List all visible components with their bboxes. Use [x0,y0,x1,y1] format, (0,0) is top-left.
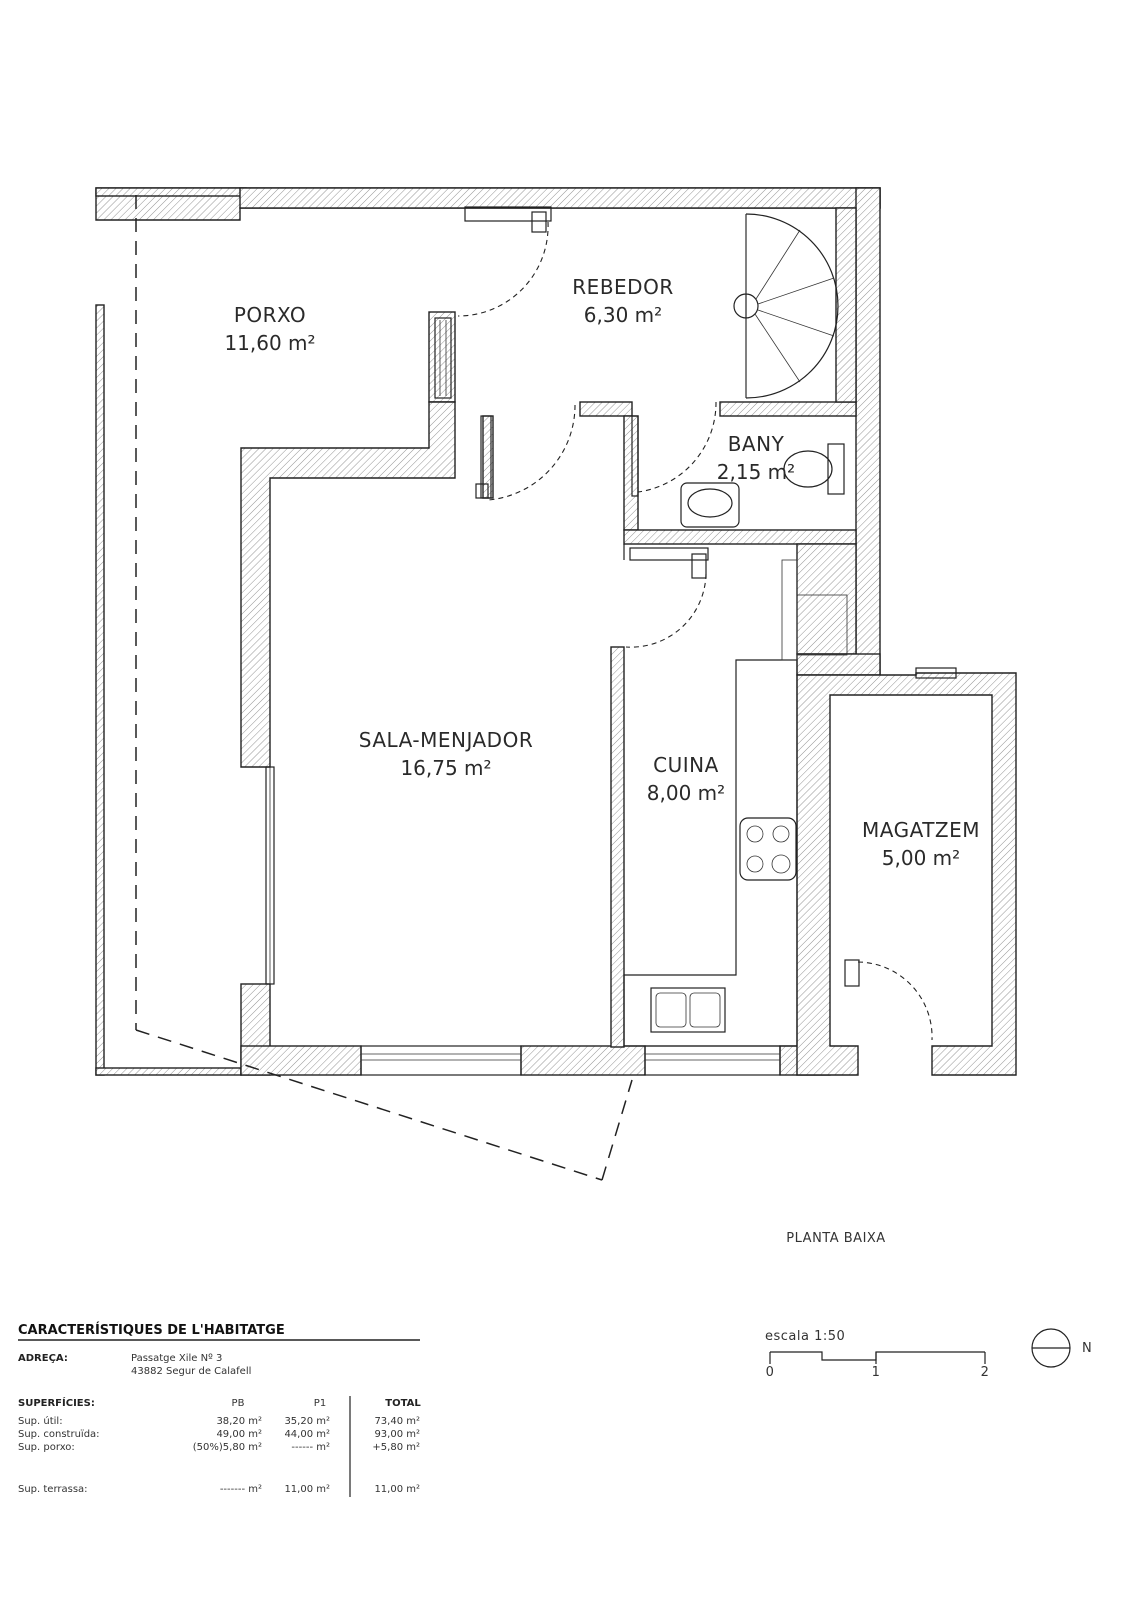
room-name-porxo: PORXO [234,303,306,327]
info-block: CARACTERÍSTIQUES DE L'HABITATGE ADREÇA: … [18,1322,421,1497]
kitchen-counter [623,559,848,1047]
address-line-1: Passatge Xile Nº 3 [131,1353,222,1364]
wall-top-main [239,187,881,209]
row-pb: (50%)5,80 m² [193,1442,262,1453]
wall-sala-upper-left [240,401,456,768]
walls [95,187,1017,1076]
row-p1: 35,20 m² [284,1416,330,1427]
row-total: 11,00 m² [374,1484,420,1495]
washbasin-icon [680,482,740,528]
room-name-rebedor: REBEDOR [572,275,673,299]
row-label: Sup. porxo: [18,1442,75,1453]
wall-porch-bottom [95,1067,242,1076]
room-labels: PORXO 11,60 m² REBEDOR 6,30 m² BANY 2,15… [224,275,980,870]
toilet-icon [783,443,845,495]
wall-sala-cuina [610,646,625,1048]
wall-rebedor-bany [579,401,633,417]
north-arrow-icon: N [1031,1328,1092,1368]
room-area-cuina: 8,00 m² [647,781,725,805]
wall-porch-left [95,304,105,1076]
row-label: Sup. terrassa: [18,1484,88,1495]
surfaces-label: SUPERFÍCIES: [18,1396,95,1409]
address-line-2: 43882 Segur de Calafell [131,1366,251,1377]
sink-icon [650,987,726,1033]
info-title: CARACTERÍSTIQUES DE L'HABITATGE [18,1322,285,1338]
scale-bar: escala 1:50 0 1 2 [765,1329,989,1380]
row-total: +5,80 m² [372,1442,420,1453]
scale-tick-0: 0 [766,1365,775,1380]
porch-roof-outline [135,195,633,1181]
col-pb: PB [232,1398,245,1409]
row-p1: ------ m² [291,1442,330,1453]
wall-right [855,187,881,676]
row-total: 73,40 m² [374,1416,420,1427]
row-pb: ------- m² [220,1484,262,1495]
wall-magatzem [796,672,1017,1076]
row-p1: 44,00 m² [284,1429,330,1440]
row-total: 93,00 m² [374,1429,420,1440]
col-p1: P1 [314,1398,326,1409]
wall-rebedor-bany-r [719,401,857,417]
scale-label: escala 1:50 [765,1329,845,1344]
col-total: TOTAL [385,1398,421,1409]
scale-tick-2: 2 [981,1365,990,1380]
wall-bany-bottom [623,529,857,545]
spiral-stair-icon [733,213,839,399]
row-p1: 11,00 m² [284,1484,330,1495]
wall-cuina-right [796,543,857,655]
row-pb: 49,00 m² [216,1429,262,1440]
address-label: ADREÇA: [18,1353,68,1364]
room-area-rebedor: 6,30 m² [584,303,662,327]
room-name-cuina: CUINA [653,753,719,777]
hob-icon [739,817,797,881]
room-name-sala-menjador: SALA-MENJADOR [359,728,533,752]
room-name-bany: BANY [728,432,785,456]
windows [265,667,957,1076]
north-label: N [1082,1341,1092,1356]
wall-bottom-1 [240,1045,362,1076]
room-area-porxo: 11,60 m² [224,331,315,355]
wall-bany-left [623,415,639,531]
room-area-sala-menjador: 16,75 m² [400,756,491,780]
room-name-magatzem: MAGATZEM [862,818,980,842]
wall-stair-right [835,207,857,403]
row-pb: 38,20 m² [216,1416,262,1427]
row-label: Sup. útil: [18,1415,63,1427]
room-area-magatzem: 5,00 m² [882,846,960,870]
plan-title: PLANTA BAIXA [786,1231,885,1246]
wall-cuina-right-b [796,653,881,676]
wall-top-porch [95,187,247,197]
room-area-bany: 2,15 m² [717,460,795,484]
scale-tick-1: 1 [872,1365,881,1380]
row-label: Sup. construïda: [18,1429,100,1440]
wall-bottom-2 [520,1045,646,1076]
doors [434,206,933,1041]
